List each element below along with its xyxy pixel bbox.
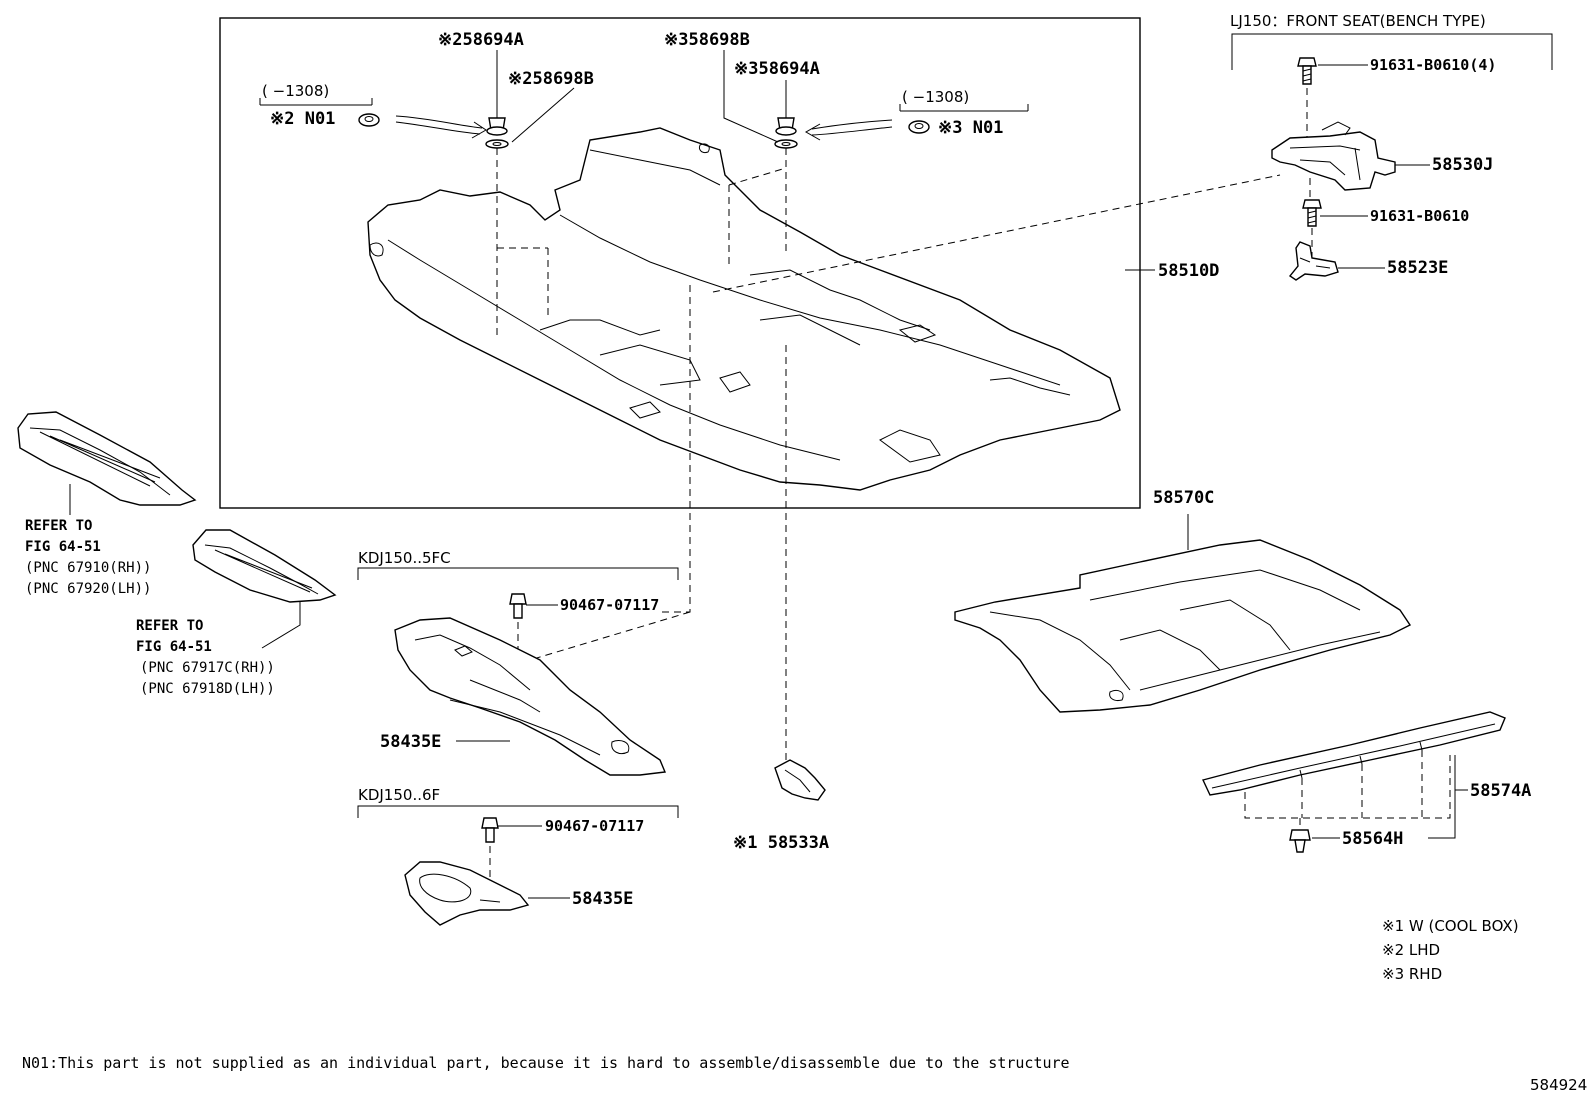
label-kdj-5fc: KDJ150..5FC [358,549,451,567]
clip-90467-a-icon[interactable] [509,593,527,619]
arrow-n01-lhd [395,115,483,129]
nut-n01-rhd-icon[interactable] [908,120,930,134]
label-58530J: 58530J [1432,155,1493,175]
label-58694A-lhd: ※258694A [438,30,524,50]
label-58570C: 58570C [1153,488,1214,508]
label-range-left: ( −1308) [262,82,329,100]
label-90467-b: 90467-07117 [545,817,644,835]
label-58574A: 58574A [1470,781,1531,801]
label-58510D: 58510D [1158,261,1219,281]
floor-carpet-58570C[interactable] [954,539,1412,713]
legend-item-2: ※2 LHD [1382,941,1440,959]
label-58698B-lhd: ※258698B [508,69,594,89]
label-refer2-pnc2: (PNC 67918D(LH)) [140,681,275,697]
dash-rhd-cross [728,167,787,186]
bracket-58523E[interactable] [1288,241,1339,281]
lead-58698B-rhd [723,50,779,143]
label-refer2-line1: REFER TO [136,618,203,634]
dash-to-58530J [712,174,1281,293]
bolt-91631-4-icon[interactable] [1297,57,1317,85]
main-frame [219,17,1141,509]
bolt-91631-icon[interactable] [1302,199,1322,227]
label-refer1-line1: REFER TO [25,518,92,534]
figure-id: 584924 [1530,1076,1587,1094]
legend-item-3: ※3 RHD [1382,965,1442,983]
bracket-58530J[interactable] [1271,121,1396,191]
label-91631-4: 91631-B0610(4) [1370,56,1496,74]
label-kdj-6f: KDJ150..6F [358,786,440,804]
label-lj150-header: LJ150：FRONT SEAT(BENCH TYPE) [1230,12,1486,30]
label-refer1-pnc2: (PNC 67920(LH)) [25,581,151,597]
label-n01-rhd: ※3 N01 [938,118,1003,138]
cover-58533A[interactable] [774,759,826,801]
label-refer2-line2: FIG 64-51 [136,639,212,655]
label-91631: 91631-B0610 [1370,207,1469,225]
label-58435E-b: 58435E [572,889,633,909]
label-58698B-rhd: ※358698B [664,30,750,50]
floor-carpet-58435E-a[interactable] [394,617,667,776]
label-58435E-a: 58435E [380,732,441,752]
label-range-right: ( −1308) [902,88,969,106]
label-refer1-pnc1: (PNC 67910(RH)) [25,560,151,576]
scuff-plate-67910[interactable] [17,411,197,506]
bracket-kdj-6f [357,805,679,818]
bracket-kdj-5fc [357,567,679,580]
label-58533A: ※1 58533A [733,833,829,853]
label-58564H: 58564H [1342,829,1403,849]
lead-58698B-lhd [511,87,575,143]
nut-n01-lhd-icon[interactable] [358,113,380,127]
legend-item-1: ※1 W (COOL BOX) [1382,917,1519,935]
lead-58574A [1428,755,1456,839]
clip-58564H-icon[interactable] [1289,829,1311,853]
arrow-n01-rhd [811,119,893,130]
clip-58694A-lhd-icon[interactable] [485,117,509,149]
step-plate-58574A[interactable] [1202,711,1506,796]
label-58523E: 58523E [1387,258,1448,278]
floor-carpet-58510D[interactable] [367,127,1121,491]
footnote: N01:This part is not supplied as an indi… [22,1054,1070,1072]
label-refer2-pnc1: (PNC 67917C(RH)) [140,660,275,676]
bracket-lj150 [1231,33,1553,70]
clip-58694A-rhd-icon[interactable] [774,117,798,149]
lead-refer2 [261,602,301,649]
clip-90467-b-icon[interactable] [481,817,499,843]
floor-carpet-58435E-b[interactable] [404,861,530,926]
label-90467-a: 90467-07117 [560,596,659,614]
dash-to-58435E-a [529,611,691,661]
label-refer1-line2: FIG 64-51 [25,539,101,555]
label-n01-lhd: ※2 N01 [270,109,335,129]
label-58694A-rhd: ※358694A [734,59,820,79]
scuff-plate-67917C[interactable] [192,529,337,603]
dash-58574A [1244,755,1451,819]
